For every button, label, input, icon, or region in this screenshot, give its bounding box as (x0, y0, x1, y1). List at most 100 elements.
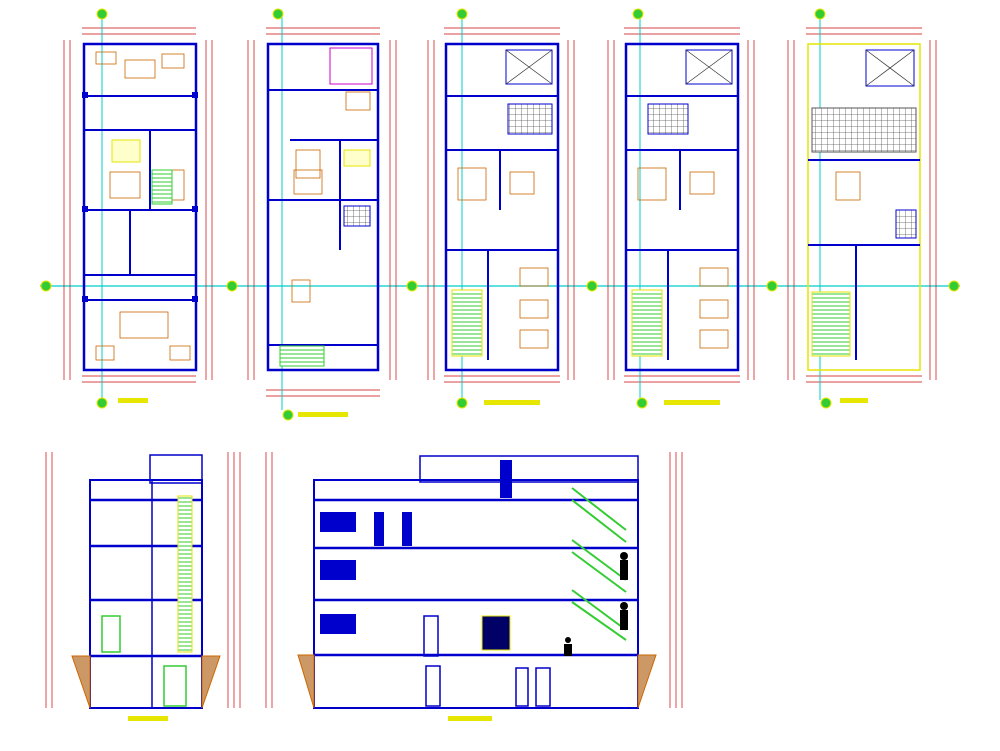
drawing-stroke (519, 329, 549, 349)
bathroom-fixtures (111, 139, 141, 163)
axis-bubble-top (96, 8, 108, 20)
drawing-stroke (82, 296, 88, 302)
building-outline (89, 479, 203, 709)
stair (811, 291, 851, 357)
drawing-stroke (425, 665, 441, 707)
interior-walls (808, 159, 920, 360)
drawing-stroke (571, 499, 627, 543)
drawing-stroke (685, 49, 733, 85)
plan-1 (63, 8, 213, 409)
outer-wall (266, 42, 380, 372)
drawing-stroke (505, 49, 553, 85)
drawing-stroke (565, 637, 571, 643)
dimension-lines (427, 27, 575, 383)
drawing-stroke (124, 59, 156, 79)
dimension-lines (607, 27, 755, 383)
foundation (297, 654, 657, 709)
kitchen-counter (343, 149, 371, 167)
column-marks (82, 92, 198, 302)
drawing-stroke (119, 311, 169, 339)
void-box (865, 49, 915, 87)
drawing-stroke (169, 345, 191, 361)
drawing-stroke (699, 329, 729, 349)
outer-wall (82, 42, 198, 372)
drawing-stroke (320, 512, 356, 532)
axis-bubble-bottom (282, 409, 294, 421)
window (101, 615, 121, 653)
axis-bubble-bottom (820, 397, 832, 409)
bathroom-fixtures (647, 103, 689, 135)
windows (320, 460, 512, 634)
interior-walls (446, 95, 558, 360)
door (163, 665, 187, 707)
drawing-stroke (689, 171, 715, 195)
interior-walls (268, 89, 378, 346)
drawing-stroke (505, 49, 553, 85)
drawing-stroke (402, 512, 412, 546)
furniture (95, 51, 191, 361)
bathroom-fixtures (507, 103, 553, 135)
drawing-stroke (766, 280, 778, 292)
axis-bubble-top (814, 8, 826, 20)
drawing-stroke (571, 601, 627, 641)
drawing-stroke (374, 512, 384, 546)
roof-tiles (811, 107, 917, 153)
plan-2 (247, 8, 397, 421)
section-title (448, 716, 492, 721)
drawing-stroke (192, 92, 198, 98)
drawing-stroke (192, 206, 198, 212)
drawing-stroke (109, 171, 141, 199)
drawing-stroke (95, 51, 117, 65)
plan-title (664, 400, 720, 405)
drawing-stroke (291, 279, 311, 303)
drawing-stroke (345, 91, 371, 111)
decorative-panel (481, 615, 511, 651)
drawing-stroke (535, 667, 551, 707)
stair (451, 289, 483, 357)
outer-wall (807, 43, 921, 371)
drawing-stroke (295, 149, 321, 179)
drawing-stroke (865, 49, 915, 87)
drawing-stroke (620, 552, 628, 560)
interior-walls (626, 95, 738, 360)
drawing-stroke (620, 610, 628, 630)
drawing-stroke (571, 539, 627, 581)
outer-wall (444, 42, 560, 372)
dimension-lines (63, 27, 213, 383)
drawing-stroke (519, 267, 549, 287)
axis-bubbles (40, 280, 960, 292)
plan-title (484, 400, 540, 405)
drawing-stroke (509, 171, 535, 195)
axis-bubble-top (632, 8, 644, 20)
furniture (835, 171, 861, 201)
axis-bubble-top (272, 8, 284, 20)
drawing-stroke (226, 280, 238, 292)
plan-3 (427, 8, 575, 409)
plan-title (118, 398, 148, 403)
section-b (265, 452, 683, 721)
drawing-stroke (586, 280, 598, 292)
drawing-stroke (293, 169, 323, 195)
drawing-stroke (699, 299, 729, 319)
drawing-stroke (320, 560, 356, 580)
building-outline (313, 479, 639, 709)
green-stair-flights (571, 487, 627, 641)
bathroom-fixtures (895, 209, 917, 239)
section-title (128, 716, 168, 721)
drawing-stroke (948, 280, 960, 292)
drawing-stroke (457, 167, 487, 201)
outer-wall (624, 42, 740, 372)
drawing-stroke (571, 551, 627, 593)
drawing-stroke (685, 49, 733, 85)
doors (423, 615, 551, 707)
dimension-lines (787, 27, 937, 383)
drawing-stroke (82, 206, 88, 212)
drawing-stroke (515, 667, 529, 707)
section-a (45, 452, 241, 721)
floor-slabs (314, 498, 638, 657)
plan-title (840, 398, 868, 403)
drawing-stroke (192, 296, 198, 302)
furniture (637, 167, 729, 349)
stair (631, 289, 663, 357)
axis-bubble-bottom (456, 397, 468, 409)
